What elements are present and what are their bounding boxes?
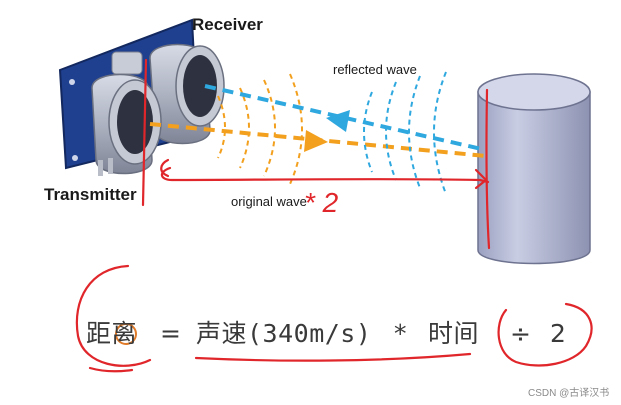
handwritten-times-two: * 2 bbox=[304, 187, 339, 218]
formula-times: * bbox=[394, 319, 407, 348]
target-cylinder bbox=[477, 73, 591, 265]
sensor-marker-line bbox=[141, 58, 148, 207]
transmitter-label: Transmitter bbox=[44, 185, 137, 204]
reflected-wave-arrow bbox=[326, 110, 350, 132]
watermark: CSDN @古译汉书 bbox=[528, 386, 609, 399]
receiver-tube-opening bbox=[183, 55, 217, 117]
target-marker-line bbox=[485, 88, 491, 250]
formula-time: 时间 bbox=[428, 319, 479, 348]
distance-underline bbox=[88, 366, 134, 373]
ultrasonic-sensor bbox=[58, 18, 225, 176]
divide-circle bbox=[497, 302, 593, 367]
transmitter-tube-opening bbox=[117, 90, 153, 154]
orange-circle-mark bbox=[115, 323, 137, 345]
board-hole bbox=[72, 155, 78, 161]
formula-distance: 距离 bbox=[86, 319, 137, 348]
original-wave-arcs bbox=[217, 73, 303, 185]
sensor-pin bbox=[98, 160, 103, 176]
handwritten-annotations: * 2 bbox=[75, 58, 593, 373]
original-wave bbox=[149, 73, 487, 185]
cylinder-top bbox=[477, 73, 591, 111]
speed-time-underline bbox=[194, 352, 472, 362]
original-wave-arrow bbox=[304, 130, 328, 152]
formula-equals: = bbox=[160, 319, 181, 348]
formula: 距离 = 声速(340m/s) * 时间 ÷ 2 bbox=[86, 319, 566, 348]
original-wave-label: original wave bbox=[231, 194, 307, 209]
reflected-wave-label: reflected wave bbox=[333, 62, 417, 77]
board-hole bbox=[69, 79, 75, 85]
distance-circle bbox=[75, 264, 152, 367]
sensor-pin bbox=[108, 158, 113, 174]
formula-divide: ÷ bbox=[510, 319, 531, 348]
crystal-component bbox=[111, 51, 143, 75]
formula-sound-speed: 声速(340m/s) bbox=[196, 319, 371, 348]
formula-two: 2 bbox=[550, 319, 566, 348]
distance-bracket bbox=[160, 166, 490, 184]
distance-bracket-arrow bbox=[474, 168, 488, 190]
distance-bracket-end bbox=[160, 158, 170, 178]
receiver-label: Receiver bbox=[192, 15, 263, 34]
